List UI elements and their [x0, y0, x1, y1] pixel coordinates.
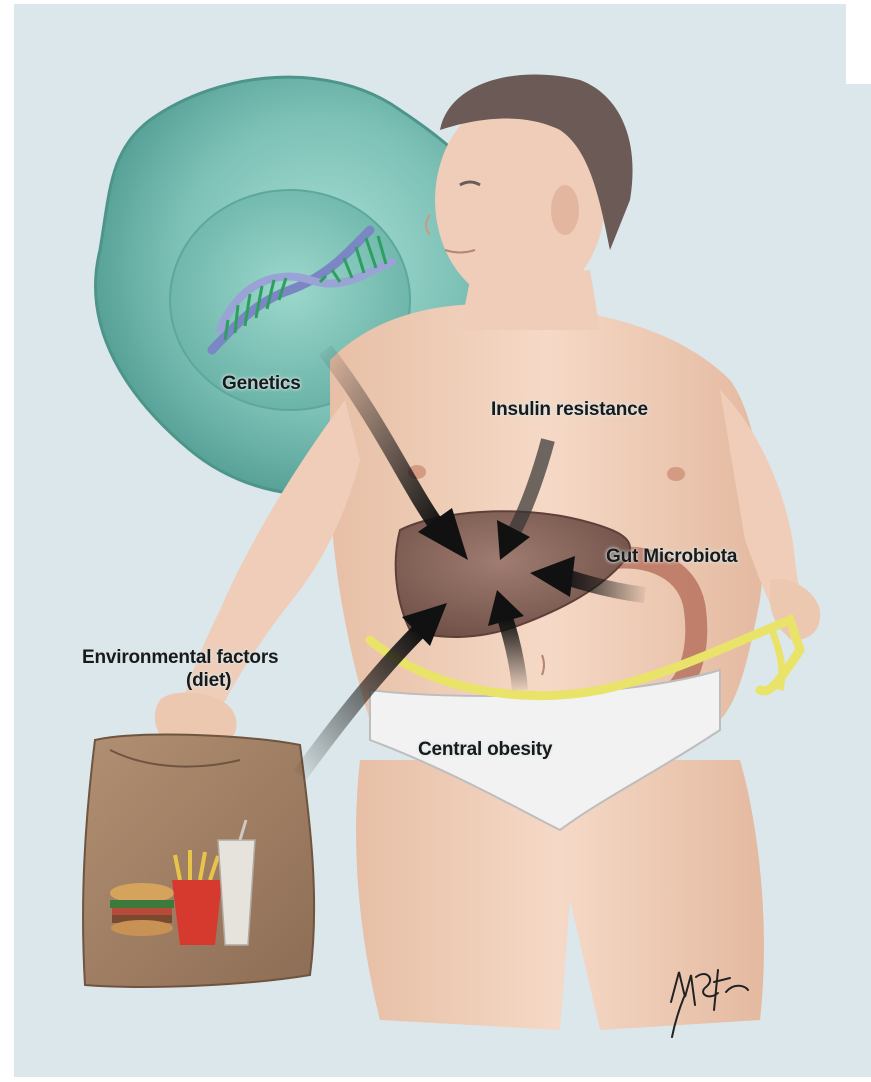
label-environmental-factors: Environmental factors (diet)	[82, 646, 278, 692]
burger-icon	[110, 883, 174, 936]
artist-signature	[666, 962, 756, 1042]
label-gut-microbiota: Gut Microbiota	[606, 545, 737, 568]
label-environmental-line1: Environmental factors	[82, 646, 278, 669]
label-insulin-resistance: Insulin resistance	[491, 398, 648, 421]
label-genetics: Genetics	[222, 372, 301, 395]
label-environmental-line2: (diet)	[82, 669, 278, 692]
corner-notch	[846, 4, 871, 84]
fast-food-bag	[83, 735, 314, 987]
label-central-obesity: Central obesity	[418, 738, 552, 761]
